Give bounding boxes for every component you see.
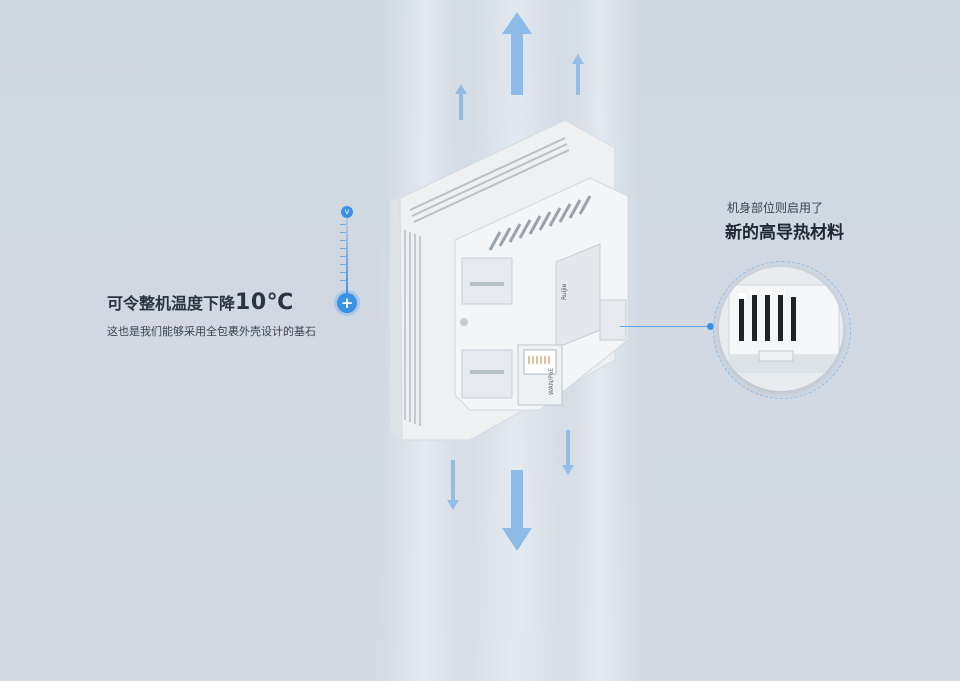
up-arrow-icon (502, 12, 532, 95)
device-port-label: WAN/PoE (548, 368, 555, 395)
zoom-detail-vents (719, 267, 843, 391)
callout-connector-line (620, 326, 710, 327)
down-arrow-icon (502, 470, 532, 551)
zoom-ring (713, 261, 851, 399)
plus-icon: + (337, 293, 357, 313)
callout-connector-dot (707, 323, 714, 330)
temperature-value: 10℃ (235, 290, 294, 315)
device-clip (461, 257, 513, 305)
thermometer-scale (346, 218, 348, 298)
thermometer-icon: v (341, 206, 353, 218)
material-subtitle: 机身部位则启用了 (727, 201, 824, 215)
device-screw-hole (460, 318, 468, 326)
up-arrow-icon (572, 54, 584, 95)
down-arrow-icon (562, 430, 574, 475)
up-arrow-icon (455, 84, 467, 120)
down-arrow-icon (447, 460, 459, 510)
device-brand-label: Ruijie (561, 283, 568, 300)
temperature-subtitle: 这也是我们能够采用全包裹外壳设计的基石 (107, 325, 316, 338)
temperature-headline-text: 可令整机温度下降 (107, 294, 236, 313)
zoom-detail-circle (719, 267, 843, 391)
material-headline: 新的高导热材料 (725, 223, 844, 243)
temperature-headline: 可令整机温度下降10℃ (107, 290, 294, 315)
